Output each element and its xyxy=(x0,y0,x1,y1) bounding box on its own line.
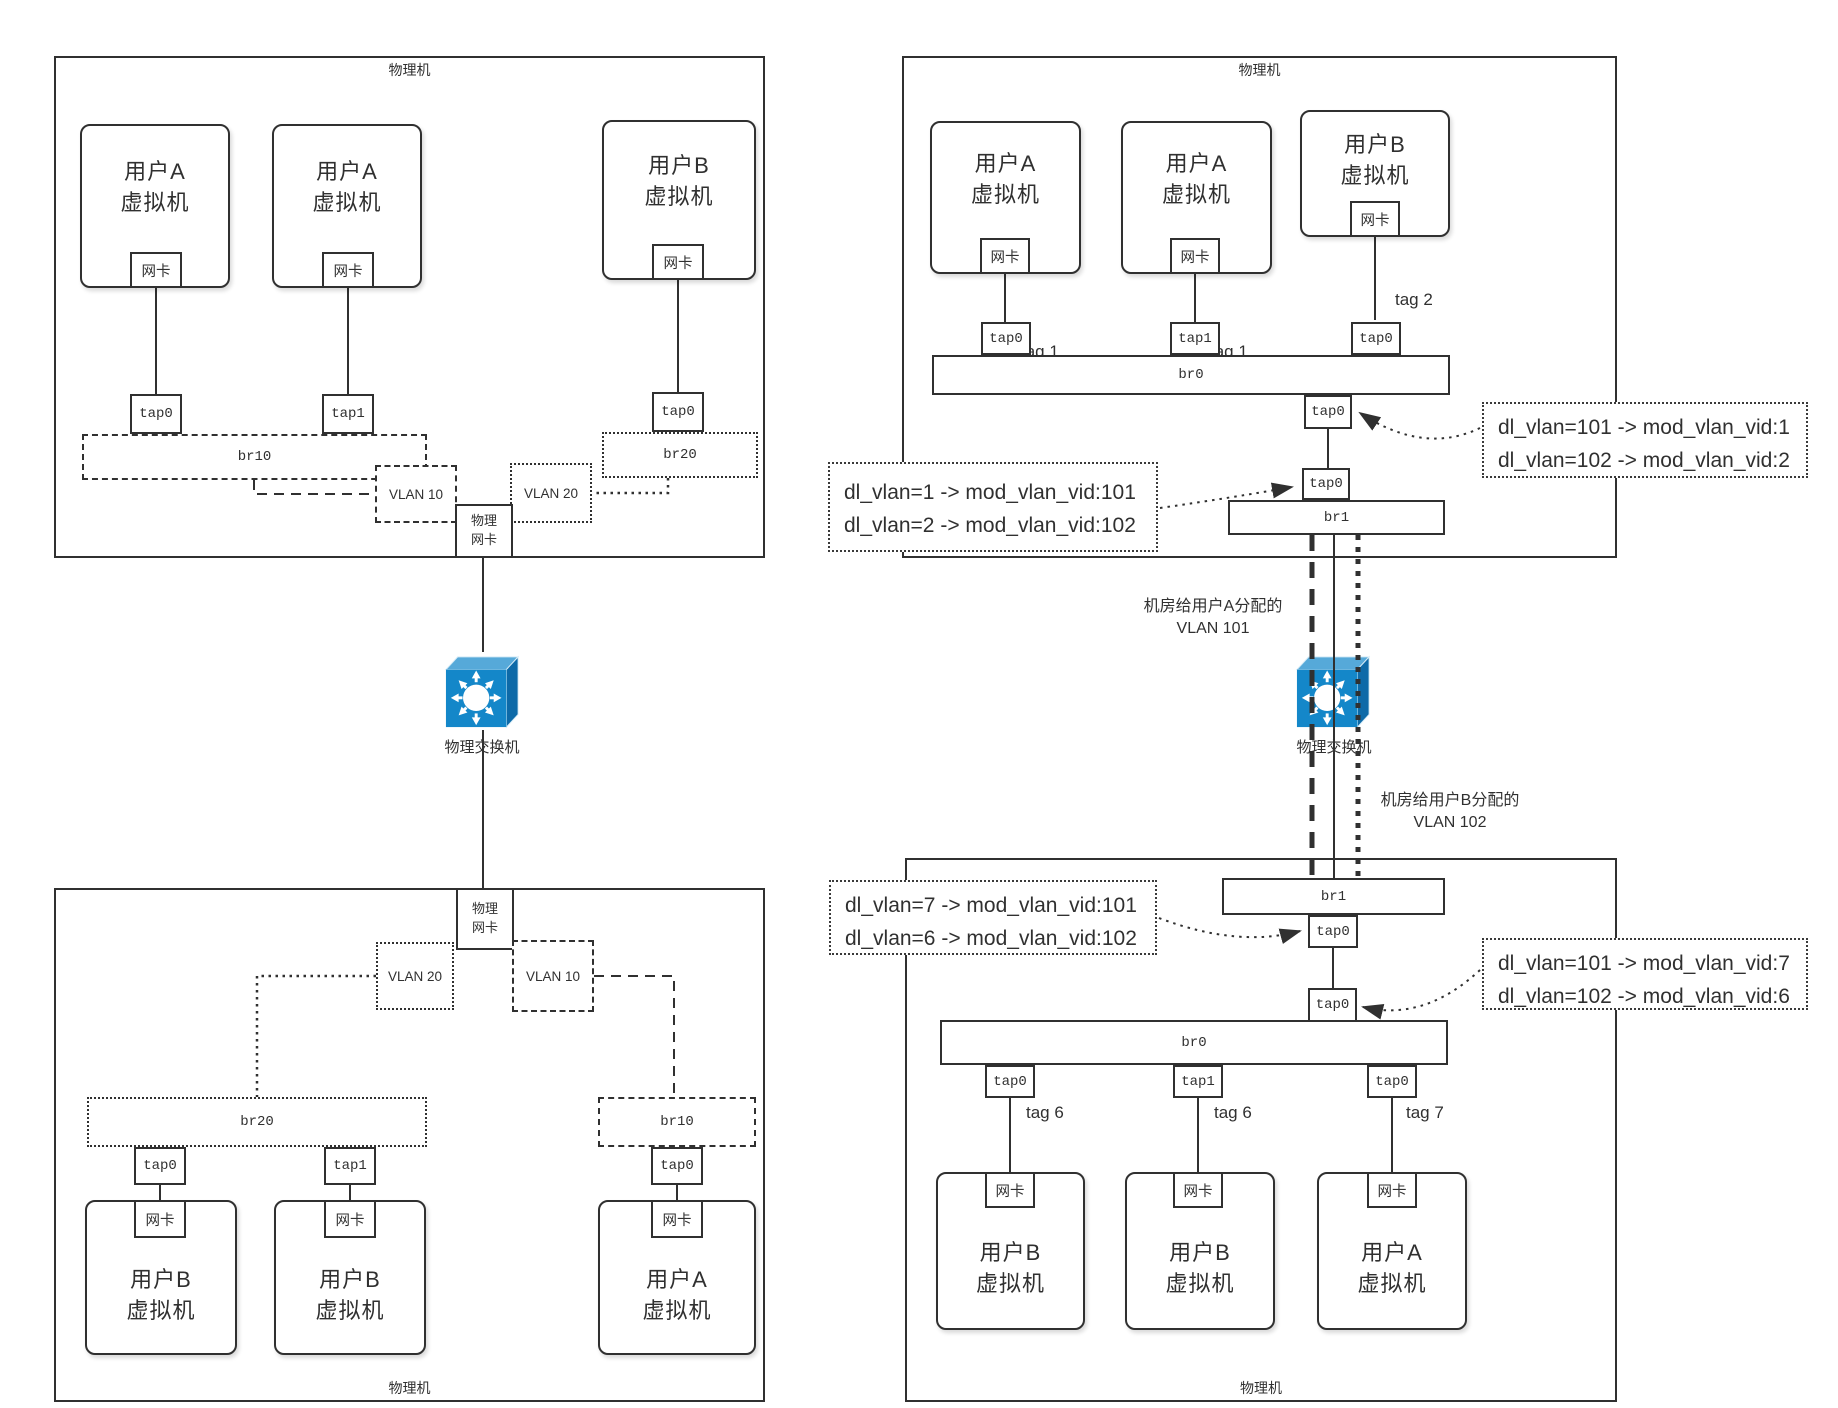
vm-label: 用户A 虚拟机 xyxy=(970,150,1040,207)
tap-box: tap0 xyxy=(1367,1065,1417,1098)
vm-nic-box: 网卡 xyxy=(1350,201,1400,237)
bridge-bar-br0: br0 xyxy=(932,355,1450,395)
vm-label: 用户A 虚拟机 xyxy=(120,159,190,215)
flow-rule-box-ingress-bottom: dl_vlan=101 -> mod_vlan_vid:7 dl_vlan=10… xyxy=(1482,938,1808,1010)
vlan20-box: VLAN 20 xyxy=(376,942,454,1010)
left-bottom-machine-label: 物理机 xyxy=(388,1380,431,1396)
vm-nic-box: 网卡 xyxy=(134,1200,186,1238)
left-top-machine-label: 物理机 xyxy=(388,62,431,78)
physical-nic-box: 物理 网卡 xyxy=(456,888,514,950)
trunk-tap-box-lower: tap0 xyxy=(1308,988,1357,1022)
vlan-tag-label: tag 6 xyxy=(1026,1103,1064,1122)
right-bottom-physical-machine-box xyxy=(905,858,1617,1402)
right-top-physical-machine-box xyxy=(902,56,1617,558)
tap-box: tap0 xyxy=(981,322,1031,355)
vm-label: 用户A 虚拟机 xyxy=(1357,1240,1427,1296)
vlan102-assignment-note: 机房给用户B分配的 VLAN 102 xyxy=(1380,792,1520,831)
right-bottom-machine-label: 物理机 xyxy=(1240,1380,1282,1396)
vm-nic-box: 网卡 xyxy=(652,244,704,280)
vm-label: 用户B 虚拟机 xyxy=(1165,1240,1235,1296)
vm-nic-box: 网卡 xyxy=(324,1200,376,1238)
right-top-machine-label: 物理机 xyxy=(1238,62,1281,78)
trunk-tap-box-upper: tap0 xyxy=(1308,915,1358,948)
vm-nic-box: 网卡 xyxy=(130,252,182,288)
physical-switch-icon xyxy=(444,655,520,729)
vlan-tag-label: tag 7 xyxy=(1406,1103,1444,1122)
tap-box: tap1 xyxy=(322,394,374,434)
vm-nic-box: 网卡 xyxy=(322,252,374,288)
bridge-bar-br1: br1 xyxy=(1228,500,1445,535)
physical-switch-label: 物理交换机 xyxy=(1296,739,1372,756)
vm-nic-box: 网卡 xyxy=(985,1172,1035,1208)
left-bottom-physical-machine-box xyxy=(54,888,765,1402)
physical-switch-icon xyxy=(1295,655,1371,729)
vlan-tag-label: tag 6 xyxy=(1214,1103,1252,1122)
tap-box: tap0 xyxy=(652,392,704,432)
vm-label: 用户B 虚拟机 xyxy=(315,1266,385,1323)
trunk-tap-box-lower: tap0 xyxy=(1302,468,1350,500)
tap-box: tap0 xyxy=(651,1147,703,1185)
vlan10-box: VLAN 10 xyxy=(512,940,594,1012)
vlan101-assignment-note: 机房给用户A分配的 VLAN 101 xyxy=(1143,598,1283,637)
physical-nic-box: 物理 网卡 xyxy=(455,504,513,558)
vm-box: 用户A 虚拟机 xyxy=(1121,121,1272,274)
vm-nic-box: 网卡 xyxy=(1173,1172,1223,1208)
bridge-bar-br1: br1 xyxy=(1222,878,1445,915)
bridge-bar-br20: br20 xyxy=(602,432,758,478)
vm-nic-box: 网卡 xyxy=(980,238,1030,274)
vm-nic-box: 网卡 xyxy=(1170,238,1220,274)
vm-label: 用户A 虚拟机 xyxy=(312,159,382,215)
tap-box: tap1 xyxy=(1170,322,1220,355)
bridge-bar-br10: br10 xyxy=(598,1097,756,1147)
tap-box: tap0 xyxy=(985,1065,1035,1098)
flow-rule-box-egress-top: dl_vlan=1 -> mod_vlan_vid:101 dl_vlan=2 … xyxy=(828,462,1158,552)
flow-rule-box-ingress-top: dl_vlan=101 -> mod_vlan_vid:1 dl_vlan=10… xyxy=(1482,402,1808,478)
tap-box: tap0 xyxy=(134,1147,186,1185)
vlan20-box: VLAN 20 xyxy=(510,463,592,523)
vm-nic-box: 网卡 xyxy=(1367,1172,1417,1208)
vlan10-box: VLAN 10 xyxy=(375,465,457,523)
bridge-bar-br20: br20 xyxy=(87,1097,427,1147)
vm-label: 用户B 虚拟机 xyxy=(644,153,714,209)
vlan-tag-label: tag 2 xyxy=(1395,290,1433,309)
physical-switch-label: 物理交换机 xyxy=(444,739,520,756)
bridge-bar-br10: br10 xyxy=(82,434,427,480)
vm-label: 用户B 虚拟机 xyxy=(975,1240,1045,1296)
flow-rule-box-egress-bottom: dl_vlan=7 -> mod_vlan_vid:101 dl_vlan=6 … xyxy=(829,880,1157,955)
vm-nic-box: 网卡 xyxy=(651,1200,703,1238)
left-top-physical-machine-box xyxy=(54,56,765,558)
tap-box: tap1 xyxy=(324,1147,376,1185)
vm-box: 用户B 虚拟机 xyxy=(602,120,756,280)
tap-box: tap0 xyxy=(130,394,182,434)
trunk-tap-box-upper: tap0 xyxy=(1304,395,1352,429)
vm-label: 用户B 虚拟机 xyxy=(1340,131,1410,188)
tap-box: tap1 xyxy=(1173,1065,1223,1098)
tap-box: tap0 xyxy=(1351,322,1401,355)
vm-label: 用户A 虚拟机 xyxy=(642,1266,712,1323)
vm-label: 用户A 虚拟机 xyxy=(1161,150,1231,207)
bridge-bar-br0: br0 xyxy=(940,1020,1448,1065)
vm-label: 用户B 虚拟机 xyxy=(126,1266,196,1323)
